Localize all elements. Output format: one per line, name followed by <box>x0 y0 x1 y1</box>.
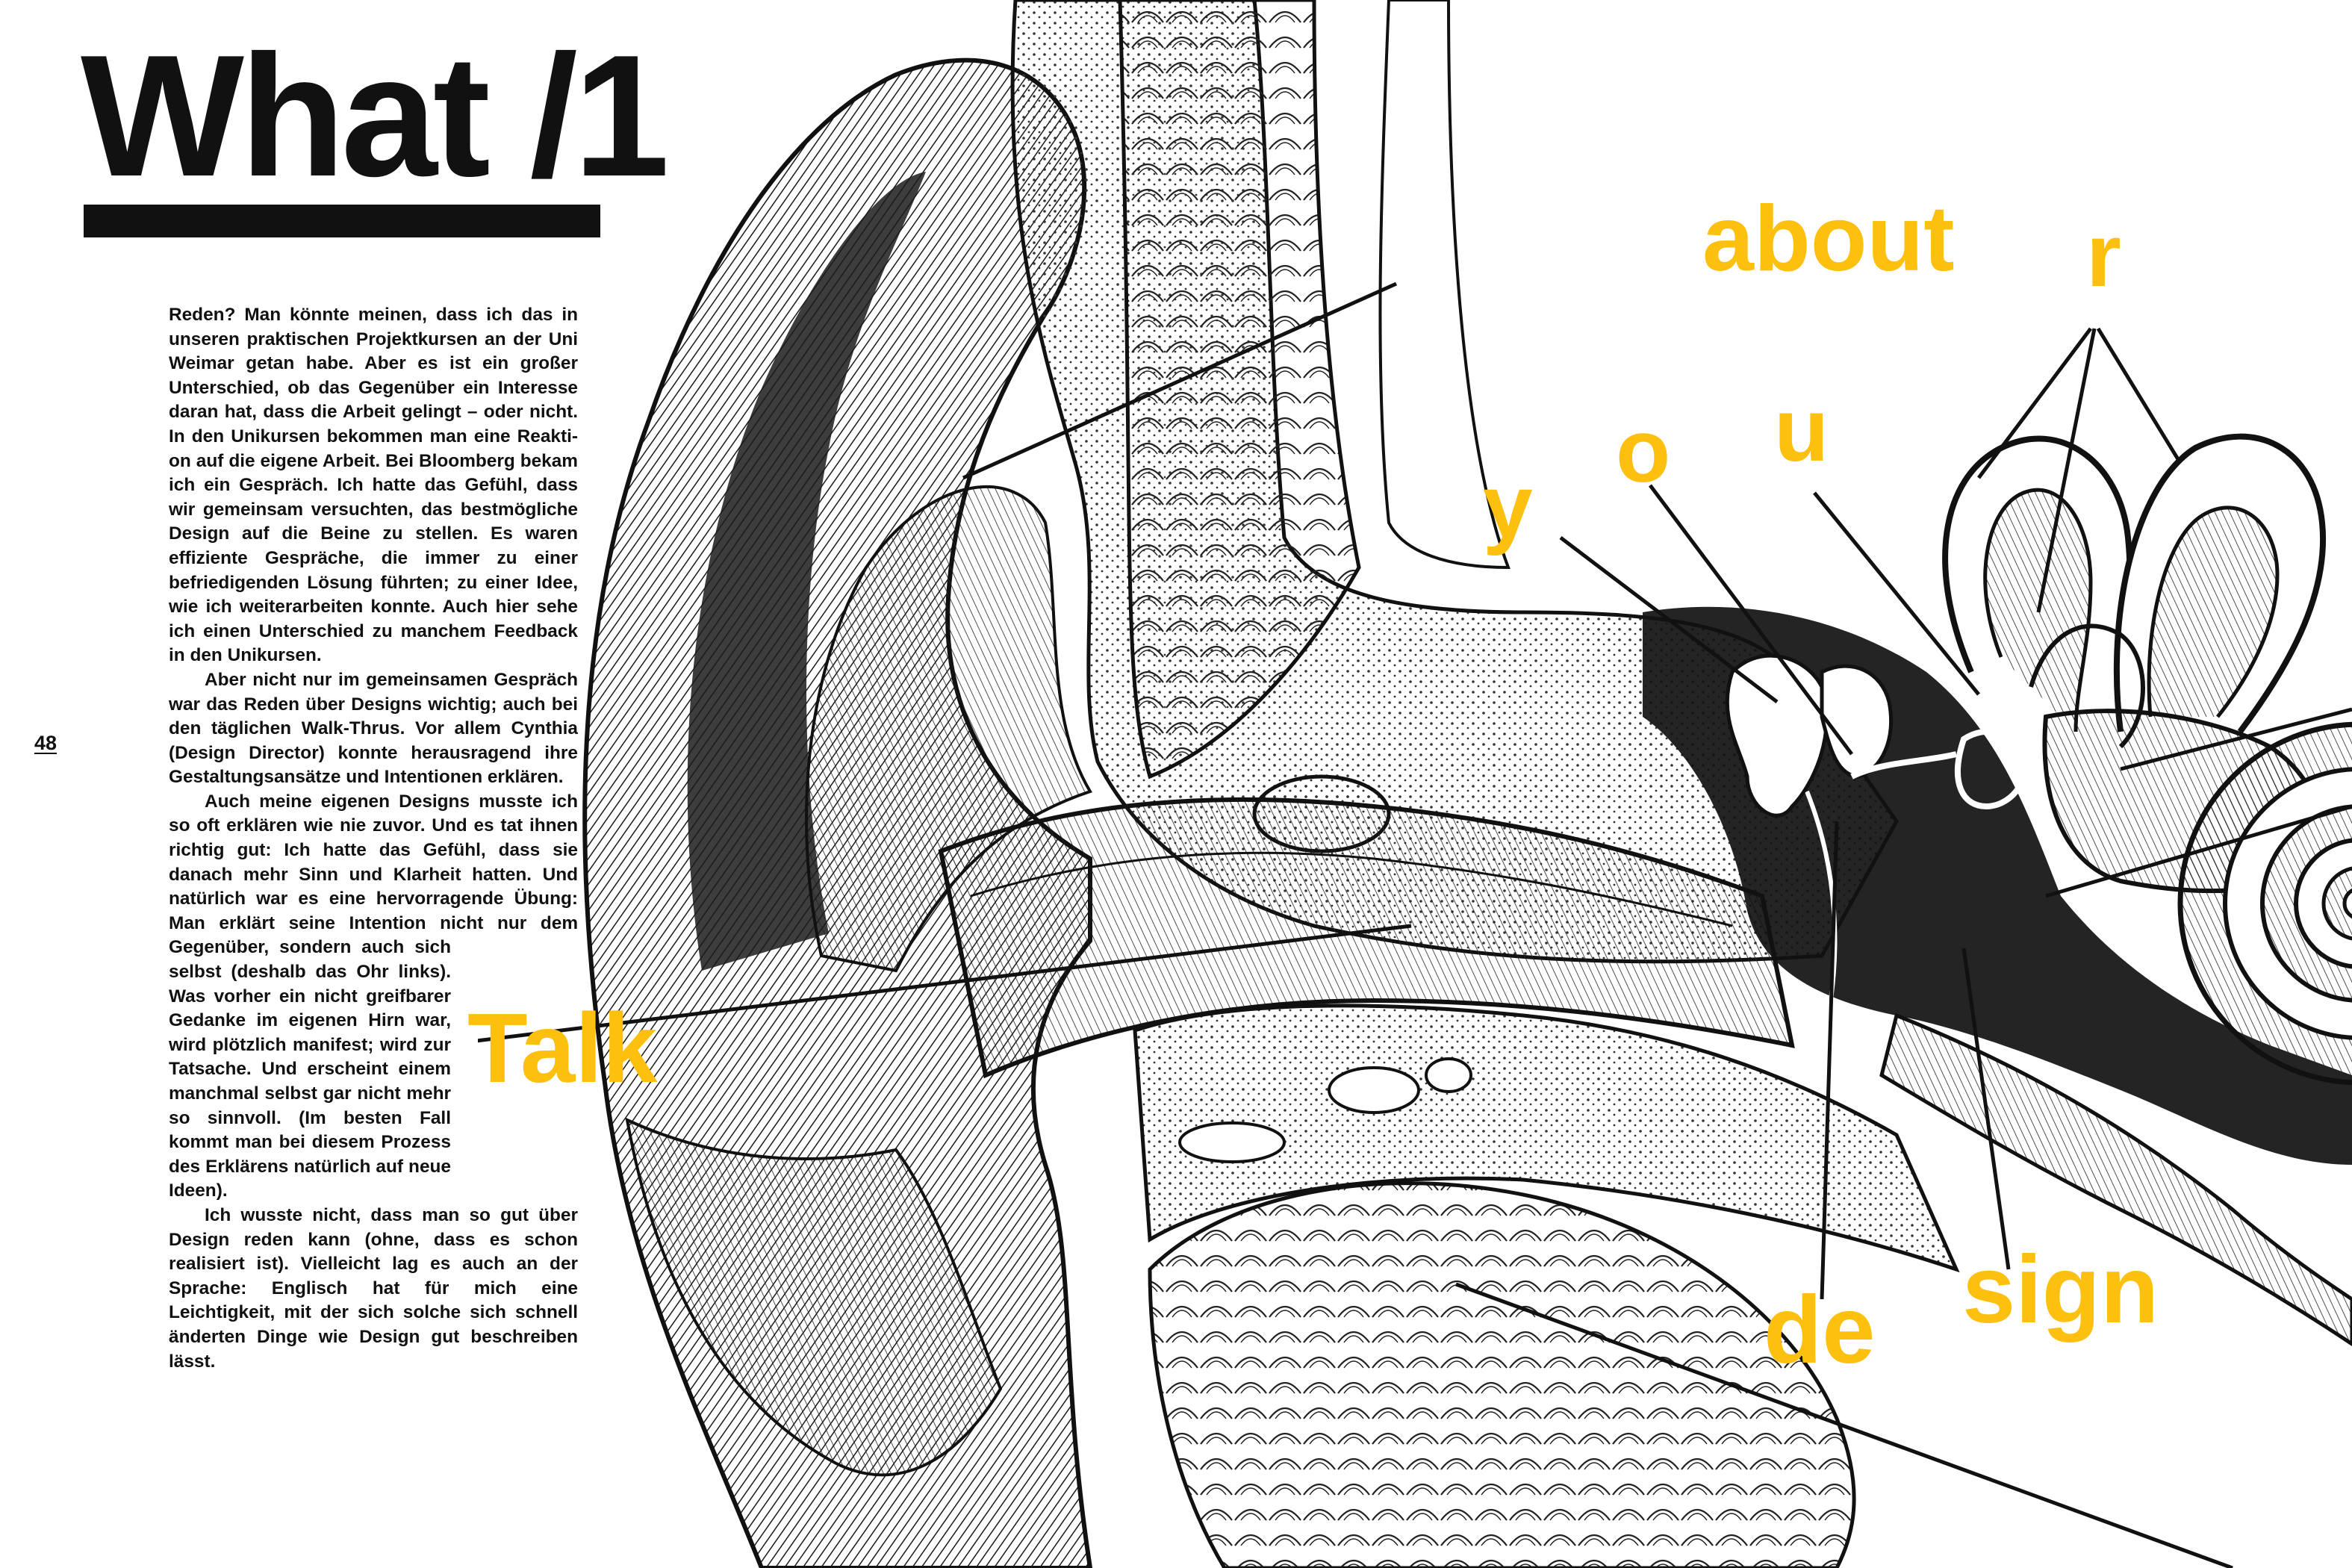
body-paragraph: Aber nicht nur im gemeinsamen Ge­spräch … <box>169 669 578 788</box>
title-underline-bar <box>84 205 600 237</box>
body-paragraph: Ich wusste nicht, dass man so gut über D… <box>169 1204 578 1372</box>
body-paragraph: Auch meine eigenen Designs musste ich so… <box>169 791 578 1201</box>
page-number: 48 <box>34 732 57 754</box>
label-y: y <box>1483 456 1533 556</box>
body-paragraph: Reden? Man könnte meinen, dass ich das i… <box>169 305 578 666</box>
label-u: u <box>1774 380 1829 480</box>
label-sign: sign <box>1962 1236 2159 1343</box>
label-about: about <box>1702 187 1955 290</box>
label-r: r <box>2086 205 2121 305</box>
page-title: What /1 <box>81 19 670 213</box>
ear-anatomy-illustration <box>478 0 2352 1568</box>
label-de: de <box>1764 1277 1876 1384</box>
label-talk: Talk <box>467 993 658 1103</box>
article-body: Reden? Man könnte meinen, dass ich das i… <box>169 303 578 1374</box>
label-o: o <box>1616 401 1671 501</box>
